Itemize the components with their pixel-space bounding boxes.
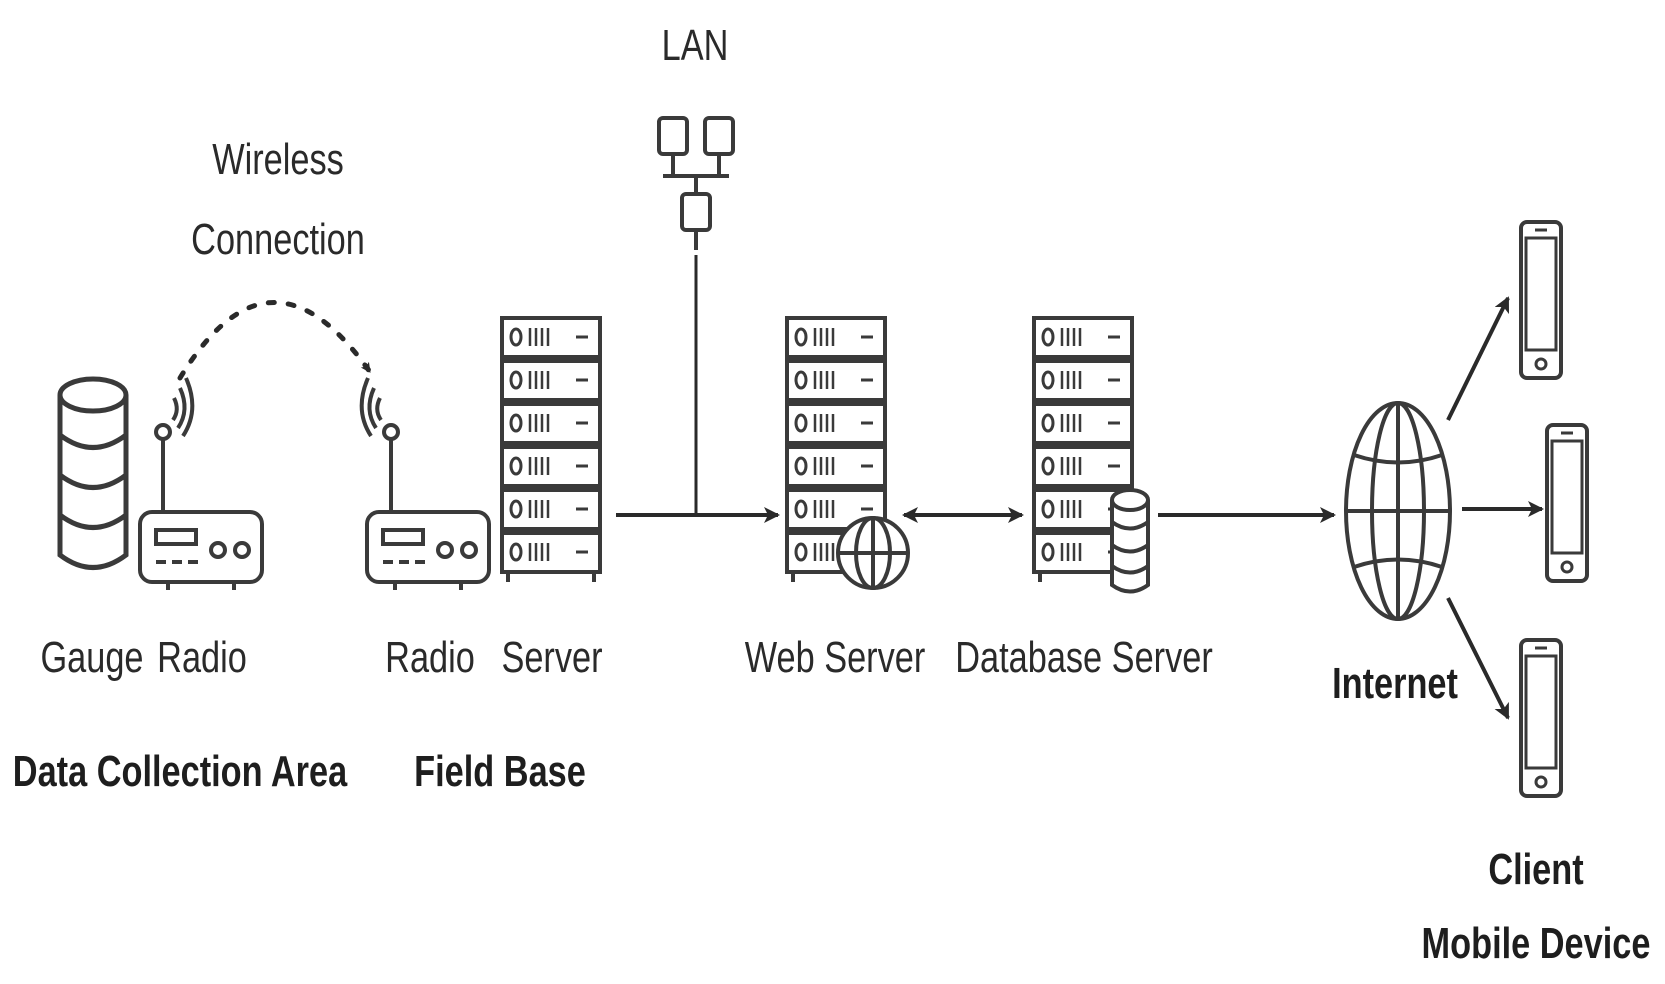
mobile-phone-icon: [1519, 220, 1563, 380]
rack-led: [794, 370, 808, 390]
rack-led: [509, 327, 523, 347]
phone-home-button: [1534, 775, 1548, 789]
phone-screen: [1524, 654, 1558, 770]
phone-home-button: [1534, 357, 1548, 371]
internet-to-phone-bottom-arrow: [1446, 597, 1510, 720]
rack-led: [794, 499, 808, 519]
rack-led: [794, 327, 808, 347]
rack-led: [1041, 327, 1055, 347]
internet-label: Internet: [1332, 659, 1458, 708]
phone-home-button: [1560, 560, 1574, 574]
rack-led: [1041, 370, 1055, 390]
database-cylinder-icon: [57, 376, 129, 570]
wireless-label-line2: Connection: [191, 215, 365, 264]
rack-led: [1041, 413, 1055, 433]
phone-screen: [1524, 236, 1558, 352]
internet-to-phone-top-arrow: [1446, 296, 1510, 421]
rack-led: [1041, 456, 1055, 476]
rack-unit: [785, 316, 887, 359]
phone-screen: [1550, 439, 1584, 555]
wireless-connection-arc: [177, 300, 373, 381]
web-server-globe-icon: [836, 516, 910, 590]
radio-transceiver-icon: [138, 377, 264, 590]
radio-left-label: Radio: [157, 633, 247, 682]
rack-led: [794, 542, 808, 562]
rack-led: [509, 456, 523, 476]
lan-computers-icon: [657, 116, 735, 250]
radio-transceiver-icon: [359, 377, 491, 590]
rack-unit: [500, 359, 602, 402]
data-collection-area-label: Data Collection Area: [12, 747, 348, 796]
radio-right-label: Radio: [385, 633, 475, 682]
client-label-line1: Client: [1488, 845, 1584, 894]
server-rack-icon: [500, 316, 602, 582]
client-label-line2: Mobile Device: [1421, 919, 1651, 968]
database-server-label: Database Server: [955, 633, 1213, 682]
rack-led: [509, 542, 523, 562]
database-server-icon: [1110, 488, 1150, 594]
rack-led: [794, 456, 808, 476]
mobile-phone-icon: [1545, 423, 1589, 583]
rack-unit: [500, 488, 602, 531]
rack-led: [1041, 542, 1055, 562]
server-rack-icon: [785, 316, 887, 582]
web-server-label: Web Server: [744, 633, 926, 682]
gauge-label: Gauge: [40, 633, 144, 682]
rack-led: [509, 413, 523, 433]
globe-icon: [1344, 401, 1452, 621]
field-base-label: Field Base: [414, 747, 586, 796]
rack-led: [509, 499, 523, 519]
server-label: Server: [501, 633, 603, 682]
wireless-label-line1: Wireless: [212, 135, 344, 184]
rack-led: [794, 413, 808, 433]
server-rack-icon: [1032, 316, 1134, 582]
rack-led: [509, 370, 523, 390]
rack-unit: [500, 445, 602, 488]
rack-led: [1041, 499, 1055, 519]
lan-label: LAN: [661, 21, 729, 70]
mobile-phone-icon: [1519, 638, 1563, 798]
